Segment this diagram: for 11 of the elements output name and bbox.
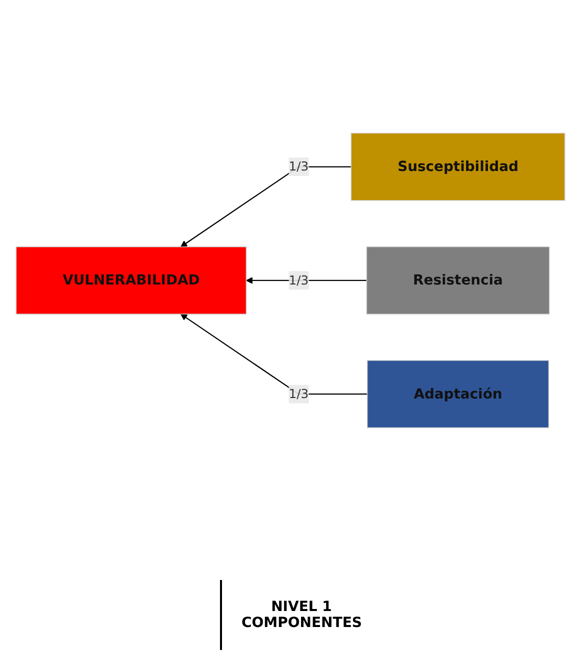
arrow bbox=[246, 276, 367, 284]
edge-label: 1/3 bbox=[288, 158, 309, 174]
node-box: Resistencia bbox=[366, 246, 550, 314]
node-box: Adaptación bbox=[366, 360, 550, 428]
node-box: VULNERABILIDAD bbox=[16, 246, 247, 314]
edge-label: 1/3 bbox=[288, 386, 309, 401]
arrow bbox=[180, 313, 368, 394]
edge-label: 1/3 bbox=[288, 272, 309, 287]
node-box: Susceptibilidad bbox=[350, 132, 566, 200]
arrow bbox=[180, 166, 352, 247]
level-label: NIVEL 1 COMPONENTES bbox=[242, 599, 362, 631]
